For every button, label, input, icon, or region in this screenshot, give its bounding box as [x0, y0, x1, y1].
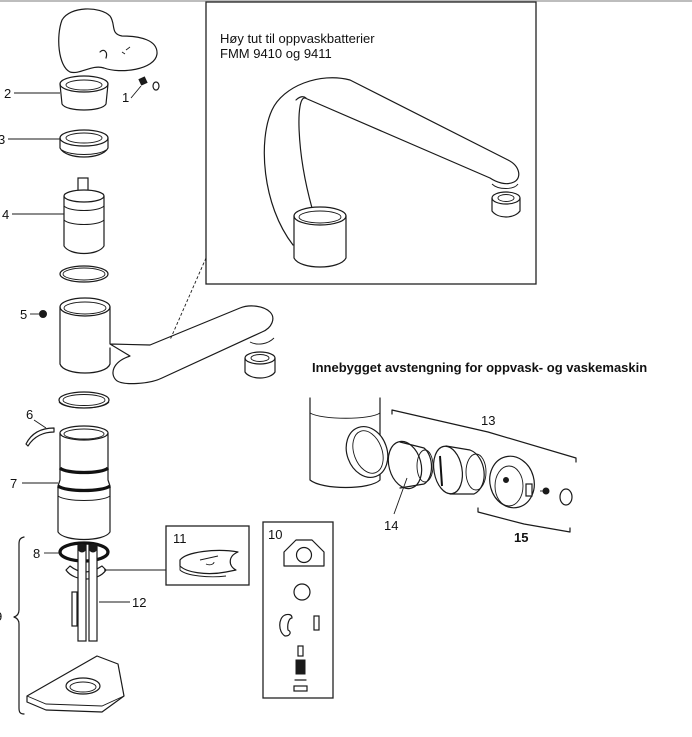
label-13: 13	[481, 413, 495, 428]
part-4-cartridge: 4	[2, 177, 105, 255]
main-spout	[59, 297, 276, 385]
part-10-box: 10	[262, 521, 334, 699]
part-2-cover-cap: 2	[4, 75, 109, 111]
label-6: 6	[26, 407, 33, 422]
label-11: 11	[173, 531, 187, 546]
inset-leader	[169, 257, 207, 341]
part-9-mounting-set: 9	[0, 536, 125, 715]
bracket-13	[391, 409, 577, 463]
inset-high-spout: Høy tut til oppvaskbatterier FMM 9410 og…	[205, 1, 537, 285]
part-15-cover	[489, 455, 573, 509]
label-14: 14	[384, 518, 398, 533]
shutoff-heading: Innebygget avstengning for oppvask- og v…	[312, 360, 647, 375]
label-12: 12	[132, 595, 146, 610]
label-8: 8	[33, 546, 40, 561]
label-1: 1	[122, 90, 129, 105]
part-14-valve: 14	[384, 440, 434, 533]
part-3-nut: 3	[0, 129, 109, 158]
shutoff-drawing: 14 13 15	[309, 397, 577, 545]
handle-lever	[58, 8, 158, 74]
label-7: 7	[10, 476, 17, 491]
label-10: 10	[268, 527, 282, 542]
part-11-box: 11	[165, 525, 250, 586]
inset-frame	[205, 1, 537, 285]
ring-upper	[59, 265, 109, 283]
top-border	[0, 0, 692, 2]
bracket-15	[477, 507, 571, 533]
label-15: 15	[514, 530, 528, 545]
label-3: 3	[0, 132, 5, 147]
ring-lower	[58, 391, 110, 409]
part-6-clip: 6	[25, 407, 55, 447]
part-12-hoses: 12	[65, 543, 146, 642]
high-spout-drawing	[263, 77, 521, 268]
label-4: 4	[2, 207, 9, 222]
label-2: 2	[4, 86, 11, 101]
inset-caption-line2: FMM 9410 og 9411	[220, 46, 332, 61]
part-5-screw: 5	[20, 307, 47, 322]
part-1-screw: 1	[122, 76, 160, 105]
shutoff-sleeve	[432, 445, 487, 495]
part-7-body: 7	[10, 425, 111, 541]
inset-caption-line1: Høy tut til oppvaskbatterier	[220, 31, 375, 46]
part-11-frame	[165, 525, 250, 586]
label-5: 5	[20, 307, 27, 322]
label-9: 9	[0, 609, 2, 624]
